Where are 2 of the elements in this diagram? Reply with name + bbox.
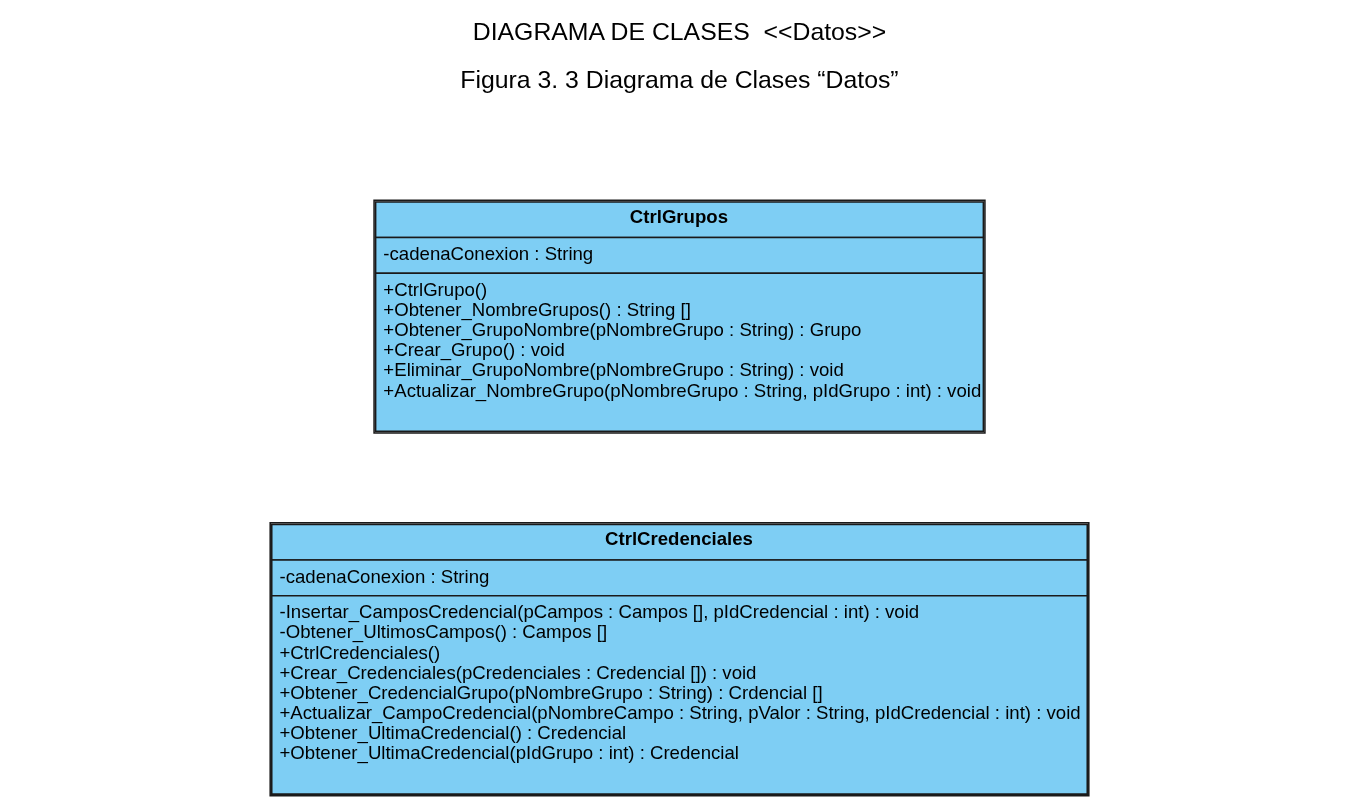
diagram-title: DIAGRAMA DE CLASES <<Datos>> (472, 18, 886, 46)
caption: Figura 3. 3 Diagrama de Clases “Datos” (459, 66, 899, 94)
